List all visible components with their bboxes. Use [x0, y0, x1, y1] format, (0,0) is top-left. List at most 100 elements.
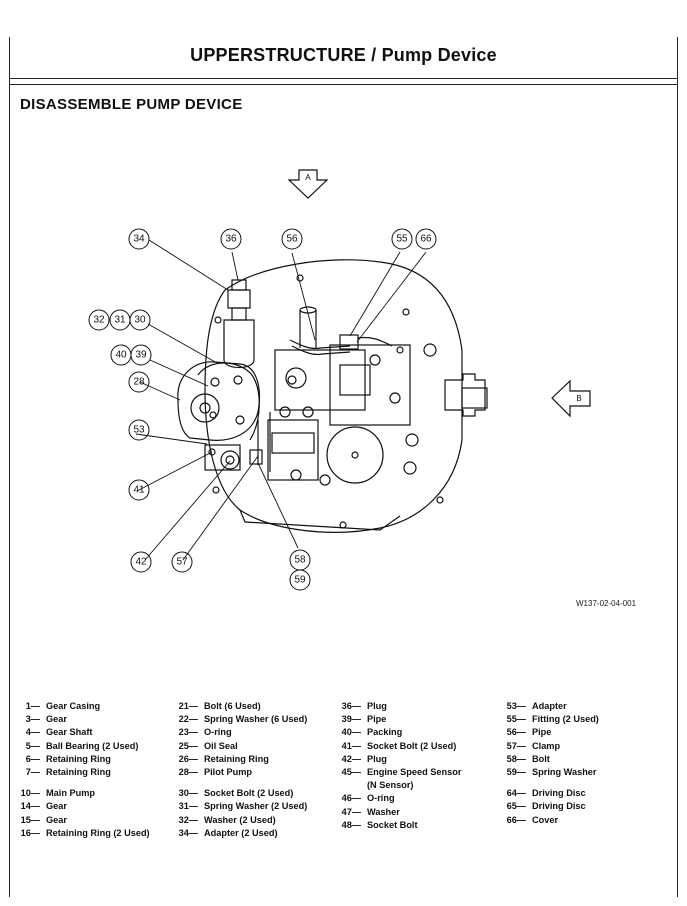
part-name: Pipe	[532, 727, 552, 738]
part-name: Gear Casing	[46, 701, 101, 711]
part-name: Socket Bolt (2 Used)	[204, 788, 294, 799]
parts-list-item: 23— O-ring	[170, 726, 307, 739]
view-arrow-a	[287, 169, 329, 199]
part-number: 1—	[25, 701, 40, 711]
part-name: O-ring	[204, 727, 232, 738]
part-number: 31—	[178, 801, 198, 812]
part-number: 39—	[341, 714, 361, 725]
part-number: 45—	[341, 767, 361, 778]
part-number: 21—	[178, 701, 198, 711]
callout-41: 41	[133, 485, 145, 496]
parts-list-item: 57— Clamp	[498, 740, 599, 753]
parts-list-item: 7—Retaining Ring	[12, 766, 150, 779]
part-name: Driving Disc	[532, 788, 586, 799]
parts-list-item: 10—Main Pump	[12, 787, 150, 800]
callout-55: 55	[396, 234, 408, 245]
pump-housing	[177, 259, 488, 533]
part-number: 34—	[178, 827, 198, 838]
parts-list-item: (N Sensor)	[333, 779, 461, 792]
part-number: 23—	[178, 727, 198, 738]
parts-list-spacer	[498, 779, 599, 787]
parts-list-item: 3—Gear	[12, 713, 150, 726]
parts-list-item: 58—Bolt	[498, 753, 599, 766]
parts-list-item: 59—Spring Washer	[498, 766, 599, 779]
figure-code: W137-02-04-001	[576, 599, 637, 608]
callout-30: 30	[134, 315, 146, 326]
parts-list-item: 40—Packing	[333, 726, 461, 739]
part-name: Retaining Ring (2 Used)	[46, 827, 150, 838]
part-number	[333, 779, 367, 792]
parts-list-column-4: 53— Adapter 55—Fitting (2 Used)56— Pipe 57— C…	[498, 700, 599, 827]
part-number: 22—	[178, 714, 198, 725]
part-name: Cover	[532, 814, 559, 825]
part-name: Pilot Pump	[204, 767, 252, 778]
parts-list-item: 65—Driving Disc	[498, 800, 599, 813]
parts-list-item: 64—Driving Disc	[498, 787, 599, 800]
part-number: 41—	[341, 740, 361, 751]
parts-list-item: 55—Fitting (2 Used)	[498, 713, 599, 726]
callout-32: 32	[93, 315, 105, 326]
callout-66: 66	[420, 234, 432, 245]
part-name: Socket Bolt	[367, 819, 418, 830]
part-number: 53—	[506, 701, 526, 711]
part-number: 14—	[20, 801, 40, 812]
callout-42: 42	[135, 557, 147, 568]
part-name: Bolt (6 Used)	[204, 701, 261, 711]
parts-list-item: 46—O-ring	[333, 792, 461, 805]
part-name: Gear	[46, 801, 67, 812]
part-number: 46—	[341, 793, 361, 804]
parts-list-item: 56— Pipe	[498, 726, 599, 739]
part-number: 56—	[506, 727, 526, 738]
part-name: Pipe	[367, 714, 387, 725]
part-number: 4—	[25, 727, 40, 738]
callout-57: 57	[176, 557, 188, 568]
part-number: 3—	[25, 714, 40, 725]
view-arrow-a-label: A	[305, 173, 311, 182]
parts-list-item: 36—Plug	[333, 700, 461, 713]
parts-list-item: 25—Oil Seal	[170, 740, 307, 753]
page-title: UPPERSTRUCTURE / Pump Device	[190, 45, 497, 65]
part-name: Retaining Ring	[46, 767, 111, 778]
parts-list-item: 15—Gear	[12, 814, 150, 827]
parts-list-item: 28—Pilot Pump	[170, 766, 307, 779]
part-name: Main Pump	[46, 788, 96, 799]
parts-list-item: 6—Retaining Ring	[12, 753, 150, 766]
part-name: Engine Speed Sensor	[367, 767, 462, 778]
parts-list-item: 47—Washer	[333, 806, 461, 819]
part-name: Clamp	[532, 740, 561, 751]
frame-left-border	[9, 37, 10, 897]
part-name: Washer	[367, 806, 400, 817]
parts-list-item: 48—Socket Bolt	[333, 819, 461, 832]
part-number: 16—	[20, 827, 40, 838]
part-name: Fitting (2 Used)	[532, 714, 599, 725]
parts-list-item: 41—Socket Bolt (2 Used)	[333, 740, 461, 753]
part-name: Adapter	[532, 701, 567, 711]
part-number: 5—	[25, 740, 40, 751]
part-name: Spring Washer (6 Used)	[204, 714, 308, 725]
part-number: 65—	[506, 801, 526, 812]
callout-39: 39	[135, 350, 147, 361]
parts-list-item: 21— Bolt (6 Used)	[170, 700, 307, 713]
part-name: Spring Washer (2 Used)	[204, 801, 308, 812]
part-name: Retaining Ring	[204, 753, 269, 764]
parts-list-item: 16— Retaining Ring (2 Used)	[12, 827, 150, 840]
part-name: Washer (2 Used)	[204, 814, 276, 825]
part-number: 36—	[341, 701, 361, 711]
callout-59: 59	[294, 575, 306, 586]
part-number: 66—	[506, 814, 526, 825]
part-number: 57—	[506, 740, 526, 751]
part-name: Spring Washer	[532, 767, 597, 778]
part-name: Ball Bearing (2 Used)	[46, 740, 139, 751]
pump-device-diagram: A B 34 36 56 55 66 32 31 30 40 39 28 53 …	[88, 169, 591, 591]
parts-list-item: 5— Ball Bearing (2 Used)	[12, 740, 150, 753]
part-name: Oil Seal	[204, 740, 238, 751]
frame-right-border	[677, 37, 678, 897]
header-rule	[9, 78, 678, 79]
parts-list-item: 14— Gear	[12, 800, 150, 813]
parts-list-spacer	[12, 779, 150, 787]
parts-list-item: 53— Adapter	[498, 700, 599, 713]
callout-53: 53	[133, 425, 145, 436]
part-number: 42—	[341, 753, 361, 764]
part-number: 26—	[178, 753, 198, 764]
